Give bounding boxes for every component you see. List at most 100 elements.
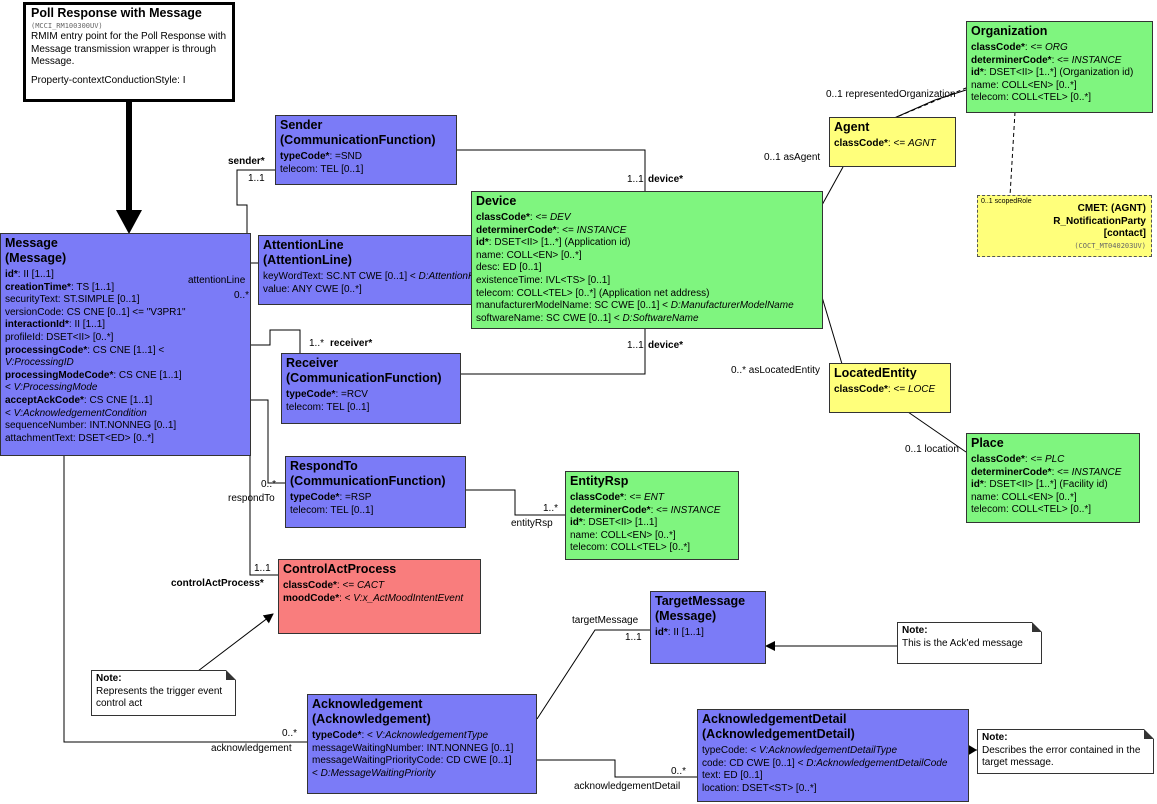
respondto-entity-connector <box>466 489 565 516</box>
class-type: (Acknowledgement) <box>312 712 431 726</box>
attribute-text: : < <box>339 592 354 604</box>
attribute-text: ORG <box>1044 42 1068 53</box>
attribute-text: acceptAckCode* <box>5 394 84 406</box>
note-fold-icon <box>226 670 236 680</box>
note-error-arrowhead <box>967 744 977 756</box>
class-attribute: telecom: COLL<TEL> [0..*] <box>971 504 1135 517</box>
class-attribute: telecom: TEL [0..1] <box>290 505 461 518</box>
cmet-line2: R_NotificationParty <box>1053 215 1146 227</box>
attribute-text: value: ANY CWE [0..*] <box>263 283 362 295</box>
class-receiver[interactable]: Receiver(CommunicationFunction) typeCode*… <box>281 353 461 424</box>
entry-style: Property-contextConductionStyle: I <box>31 74 186 86</box>
attribute-text: classCode* <box>971 454 1025 465</box>
sender-connector <box>236 169 277 236</box>
class-attribute: id*: DSET<II> [1..*] (Facility id) <box>971 479 1135 492</box>
attribute-text: : <= <box>336 580 357 591</box>
attribute-text: D:SoftwareName <box>622 312 699 324</box>
class-title: Device <box>476 194 818 209</box>
class-title: Receiver(CommunicationFunction) <box>286 356 456 386</box>
attribute-text: DEV <box>549 212 571 223</box>
respondto-connector <box>250 399 288 484</box>
class-attribute: id*: II [1..1] <box>655 627 761 640</box>
device-agent-connector <box>821 166 844 206</box>
label-sender-mult: 1..1 <box>248 173 265 184</box>
attribute-text: V:x_ActMoodIntentEvent <box>353 592 464 604</box>
class-name: Place <box>971 436 1004 450</box>
attribute-text: : <= <box>650 504 671 516</box>
attribute-text: : II [1..1] <box>68 319 106 331</box>
located-place-connector <box>907 411 967 453</box>
attribute-text: existenceTime: IVL<TS> [0..1] <box>476 274 611 286</box>
label-entity-role: entityRsp <box>511 518 553 529</box>
label-device-mult-1: 1..1 <box>627 174 644 185</box>
cmet-scoped-role: 0..1 scopedRole <box>981 198 1032 205</box>
attribute-text: : TS [1..1] <box>70 281 115 293</box>
class-type: (AttentionLine) <box>263 253 352 267</box>
attribute-text: : DSET<II> [1..*] (Organization id) <box>983 67 1134 79</box>
attribute-text: INSTANCE <box>1071 466 1122 478</box>
attribute-text: name: COLL<EN> [0..*] <box>570 529 676 541</box>
class-attribute: desc: ED [0..1] <box>476 262 818 275</box>
class-title: Sender(CommunicationFunction) <box>280 118 452 148</box>
class-type: (CommunicationFunction) <box>286 371 442 385</box>
class-target-message[interactable]: TargetMessage(Message) id*: II [1..1] <box>650 591 766 664</box>
class-attribute: securityText: ST.SIMPLE [0..1] <box>5 294 246 307</box>
attribute-text: : <= <box>1024 454 1045 465</box>
attribute-text: V:ProcessingMode <box>13 382 98 394</box>
entry-point-box: Poll Response with Message (MCCI_RM10030… <box>23 2 235 102</box>
entry-title: Poll Response with Message <box>31 6 202 20</box>
class-attribute: telecom: COLL<TEL> [0..*] <box>971 92 1148 105</box>
class-sender[interactable]: Sender(CommunicationFunction)typeCode*: … <box>275 115 457 185</box>
label-ackdetail-mult: 0..* <box>671 766 687 777</box>
note-acked-title: Note: <box>902 625 928 636</box>
cmet-id: (COCT_MT040203UV) <box>1074 242 1146 250</box>
class-attribute: id*: II [1..1] <box>5 269 246 282</box>
class-respond-to[interactable]: RespondTo(CommunicationFunction)typeCode… <box>285 456 466 528</box>
class-type: (AcknowledgementDetail) <box>702 727 855 741</box>
attribute-text: attachmentText: DSET<ED> [0..*] <box>5 432 154 444</box>
attribute-text: id* <box>476 237 489 249</box>
class-acknowledgement[interactable]: Acknowledgement(Acknowledgement)typeCode… <box>307 694 537 794</box>
attribute-text: telecom: COLL<TEL> [0..*] <box>570 542 691 554</box>
attribute-text: determinerCode* <box>971 466 1052 478</box>
cmet-notification-party[interactable]: 0..1 scopedRole CMET: (AGNT) R_Notificat… <box>977 195 1152 257</box>
class-attribute: name: COLL<EN> [0..*] <box>476 250 818 263</box>
attribute-text: D:AttentionKeyword <box>418 271 473 282</box>
attribute-text: : CS CNE [1..1] <box>83 394 153 406</box>
class-title: RespondTo(CommunicationFunction) <box>290 459 461 489</box>
attribute-text: typeCode* <box>286 389 336 400</box>
class-type: (Message) <box>655 609 717 623</box>
attribute-text: processingCode* <box>5 344 88 356</box>
attribute-text: moodCode* <box>283 592 340 604</box>
attribute-text: name: COLL<EN> [0..*] <box>476 249 582 261</box>
label-sender-role: sender* <box>228 156 265 167</box>
class-attribute: keyWordText: SC.NT CWE [0..1] < D:Attent… <box>263 271 473 284</box>
class-attribute: determinerCode*: <= INSTANCE <box>971 467 1135 480</box>
receiver-connector <box>250 329 301 354</box>
class-acknowledgement-detail[interactable]: AcknowledgementDetail(AcknowledgementDet… <box>697 709 969 802</box>
class-attribute: typeCode*: < V:AcknowledgementType <box>312 730 532 743</box>
attribute-text: interactionId* <box>5 319 69 331</box>
class-attribute: creationTime*: TS [1..1] <box>5 282 246 295</box>
class-name: AttentionLine <box>263 238 344 252</box>
attribute-text: : DSET<II> [1..*] (Application id) <box>488 237 631 249</box>
class-attribute: messageWaitingNumber: INT.NONNEG [0..1] <box>312 743 532 756</box>
class-attention-line[interactable]: AttentionLine(AttentionLine) keyWordText:… <box>258 235 474 305</box>
attribute-text: : <= <box>1051 466 1072 478</box>
attribute-text: text: ED [0..1] <box>702 770 763 782</box>
note-error: Note: Describes the error contained in t… <box>977 729 1154 774</box>
label-respond-mult: 0..* <box>261 479 277 490</box>
class-attribute: softwareName: SC CWE [0..1] < D:Software… <box>476 313 818 326</box>
class-attribute: telecom: COLL<TEL> [0..*] <box>570 542 734 555</box>
class-name: TargetMessage <box>655 594 746 608</box>
attribute-text: code: CD CWE [0..1] < <box>702 757 807 769</box>
class-message[interactable]: Message(Message)id*: II [1..1]creationTi… <box>0 233 251 456</box>
sender-device-connector <box>457 149 646 193</box>
